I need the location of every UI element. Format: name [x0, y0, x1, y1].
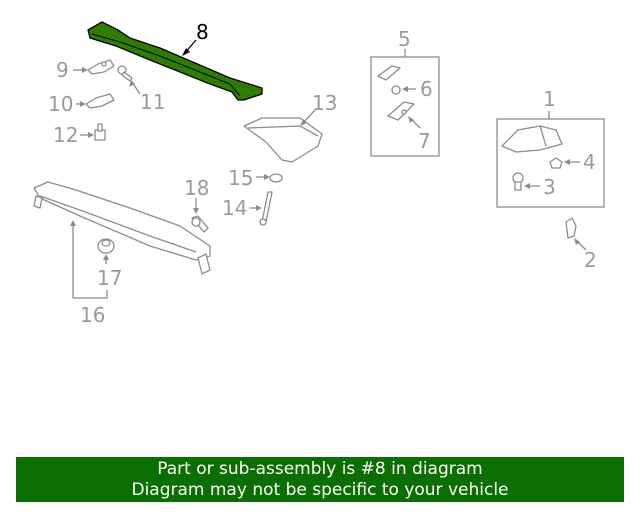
callout-5: 5 [398, 27, 411, 51]
callout-9: 9 [56, 58, 69, 82]
callout-14: 14 [222, 196, 247, 220]
part-8-reinforcement-bar[interactable] [87, 21, 263, 101]
callout-16: 16 [80, 303, 105, 327]
parts-diagram: 8 9 11 10 12 13 5 6 [33, 20, 605, 327]
part-11-bolt [117, 65, 133, 82]
callout-2: 2 [584, 248, 597, 272]
part-4-nut [549, 157, 563, 169]
part-16-spoiler [33, 181, 211, 275]
callout-10: 10 [48, 92, 73, 116]
banner-line-2: Diagram may not be specific to your vehi… [131, 480, 509, 500]
part-14-bolt [259, 191, 273, 226]
info-banner: Part or sub-assembly is #8 in diagram Di… [16, 457, 624, 502]
part-13-cover [243, 117, 323, 163]
callout-17: 17 [97, 266, 122, 290]
callout-15: 15 [228, 166, 253, 190]
callout-4: 4 [583, 150, 596, 174]
part-2-clip [565, 217, 577, 239]
part-15-washer [269, 173, 283, 183]
part-18-bolt [191, 215, 209, 233]
part-7-clip [387, 101, 415, 121]
callout-18: 18 [184, 176, 209, 200]
part-6-clip [377, 65, 401, 95]
part-12-nut [94, 123, 106, 141]
callout-13: 13 [312, 91, 337, 115]
callout-8: 8 [196, 20, 209, 44]
part-10-bracket [85, 93, 115, 109]
callout-6: 6 [420, 77, 433, 101]
callout-7: 7 [418, 129, 431, 153]
callout-11: 11 [140, 90, 165, 114]
callout-12: 12 [53, 123, 78, 147]
part-9-clip [87, 59, 115, 75]
banner-line-1: Part or sub-assembly is #8 in diagram [157, 459, 483, 479]
part-1-cap [501, 125, 563, 153]
callout-1: 1 [543, 87, 556, 111]
callout-3: 3 [543, 175, 556, 199]
part-17-bumper [97, 238, 115, 254]
part-3-screw [512, 172, 524, 191]
